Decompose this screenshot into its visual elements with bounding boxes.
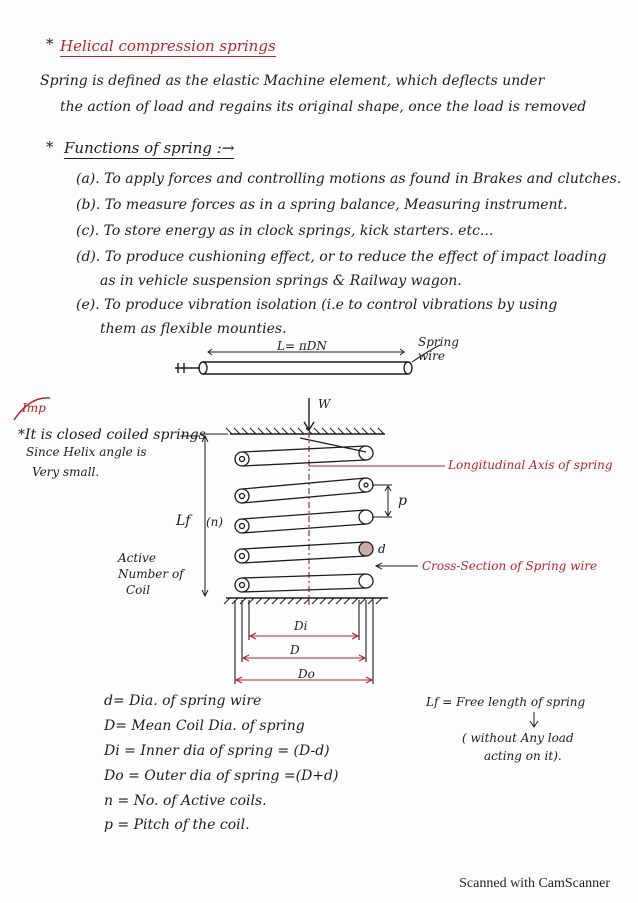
page-title: Helical compression springs [60, 37, 276, 57]
spring-wire-label-2: wire [418, 349, 445, 363]
cross-section-label: Cross-Section of Spring wire [422, 559, 598, 573]
d-mean-label: D [290, 643, 300, 657]
legend-item-3: Di = Inner dia of spring = (D-d) [104, 743, 330, 759]
active-label-2: Number of [118, 567, 184, 581]
wire-dia-label: d [378, 542, 386, 556]
coils-label: (n) [206, 515, 224, 529]
top-plate [225, 427, 385, 435]
functions-title: Functions of spring :→ [64, 139, 235, 159]
active-label-3: Coil [126, 583, 151, 597]
function-item-d-cont: as in vehicle suspension springs & Railw… [100, 273, 462, 289]
bottom-plate [223, 597, 388, 605]
active-label-1: Active [118, 551, 156, 565]
function-item-e: (e). To produce vibration isolation (i.e… [76, 297, 558, 313]
lf-note-arrow [529, 712, 539, 728]
legend-item-4: Do = Outer dia of spring =(D+d) [104, 768, 339, 784]
spring-wire-rod [175, 344, 441, 375]
definition-line-2: the action of load and regains its origi… [60, 99, 587, 115]
do-label: Do [298, 667, 315, 681]
legend-item-1: d= Dia. of spring wire [104, 693, 262, 709]
free-length-note-1: Lf = Free length of spring [426, 695, 586, 709]
free-length-label: Lf [176, 513, 191, 529]
definition-line-1: Spring is defined as the elastic Machine… [40, 73, 545, 89]
legend-item-2: D= Mean Coil Dia. of spring [104, 718, 305, 734]
legend-item-5: n = No. of Active coils. [104, 793, 267, 809]
pitch-label: p [398, 493, 407, 509]
free-length-note-3: acting on it). [484, 749, 562, 763]
load-label: W [318, 397, 331, 411]
function-item-c: (c). To store energy as in clock springs… [76, 223, 494, 239]
longitudinal-axis-label: Longitudinal Axis of spring [448, 458, 613, 472]
function-item-b: (b). To measure forces as in a spring ba… [76, 197, 568, 213]
functions-star: * [46, 138, 54, 156]
diameter-dimensions [234, 600, 374, 684]
function-item-d: (d). To produce cushioning effect, or to… [76, 249, 607, 265]
spring-wire-label-1: Spring [418, 335, 459, 349]
di-label: Di [294, 619, 308, 633]
wire-length-formula: L= πDN [277, 339, 327, 353]
function-item-e-cont: them as flexible mounties. [100, 321, 287, 337]
coil-cross-sections-left [234, 451, 250, 593]
legend-item-6: p = Pitch of the coil. [104, 817, 250, 833]
spring-coils [241, 437, 367, 593]
coil-cross-sections-right [358, 445, 374, 589]
imp-note-line-1: *It is closed coiled springs [18, 427, 206, 443]
load-arrow [303, 398, 315, 432]
heading-star: * [46, 35, 54, 53]
imp-tag: Imp [22, 401, 46, 415]
pitch-dimension [372, 484, 392, 518]
imp-note-line-2: Since Helix angle is [26, 445, 147, 459]
free-length-dimension [200, 433, 228, 598]
free-length-note-2: ( without Any load [462, 731, 574, 745]
imp-tag-mark [13, 397, 51, 421]
scanner-watermark: Scanned with CamScanner [459, 876, 610, 891]
function-item-a: (a). To apply forces and controlling mot… [76, 171, 622, 187]
imp-note-line-3: Very small. [32, 465, 100, 479]
